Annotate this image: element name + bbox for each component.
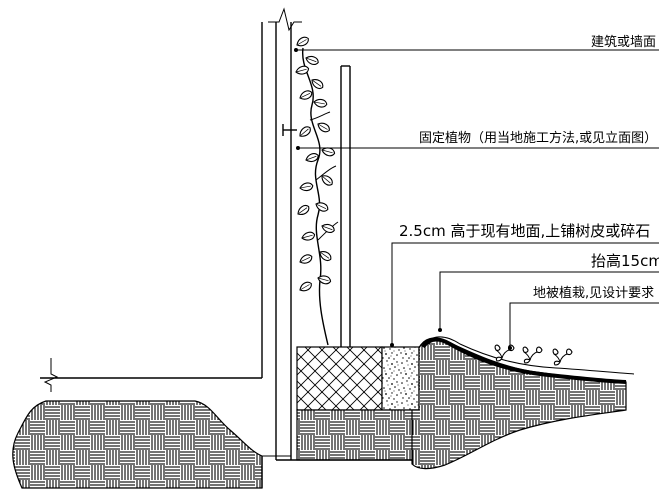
label-lift: 抬高15cm [591,252,659,270]
label-raised: 2.5cm 高于现有地面,上铺树皮或碎石 [399,222,650,240]
label-fixing: 固定植物（用当地施工方法,或见立面图） [419,130,657,146]
mulch-top-line [421,337,627,384]
break-symbol-left [43,358,59,392]
gravel-mulch-strip [381,346,420,411]
subgrade-under-bed [296,409,420,461]
label-groundcover: 地被植栽,见设计要求 [533,285,654,301]
existing-ground-left [12,400,263,489]
fixing-anchor [282,124,297,136]
leader-lines [294,48,659,350]
climbing-plant [294,34,339,346]
label-wall: 建筑或墙面 [591,34,656,50]
building-wall [261,7,302,488]
ground-cover-plants [494,344,573,366]
existing-ground-right [411,337,627,470]
trellis-post [340,65,351,347]
planting-soil-bed [296,346,383,411]
